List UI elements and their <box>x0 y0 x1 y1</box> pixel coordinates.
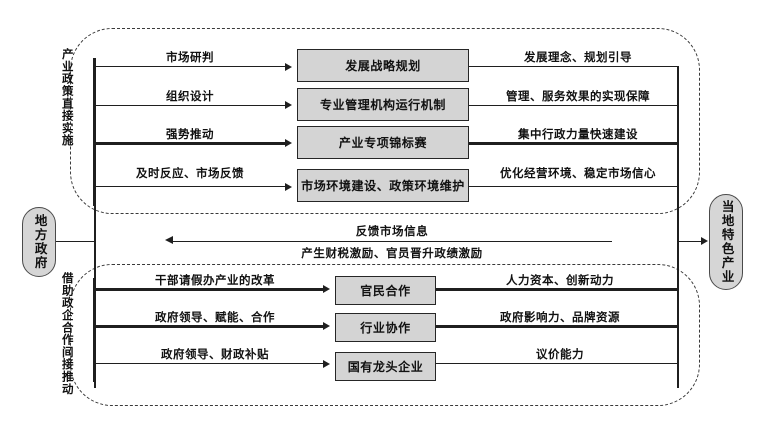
edge-label-in-indirect-3: 政府领导、财政补贴 <box>161 349 269 361</box>
edge-in-direct-4 <box>95 186 285 188</box>
process-box-direct-4[interactable]: 市场环境建设、政策环境维护 <box>297 169 469 202</box>
edge-label-out-direct-4: 优化经营环境、稳定市场信心 <box>500 168 656 180</box>
arrow-in-indirect-2 <box>323 322 330 330</box>
edge-in-direct-1 <box>95 66 285 68</box>
edge-label-out-indirect-2: 政府影响力、品牌资源 <box>500 312 620 324</box>
right-pill-connector <box>677 240 703 242</box>
feedback-label-top: 反馈市场信息 <box>355 226 429 238</box>
arrow-in-indirect-3 <box>323 359 330 368</box>
actor-pill-left-label: 地方政府 <box>32 214 47 270</box>
group-caption-indirect: 借助政企合作间接推动 <box>60 272 73 395</box>
process-box-indirect-2[interactable]: 行业协作 <box>335 313 436 342</box>
bus-left-indirect <box>93 278 96 382</box>
group-frame-direct <box>70 28 700 214</box>
edge-label-out-direct-2: 管理、服务效果的实现保障 <box>506 91 650 103</box>
edge-in-direct-3 <box>95 142 285 145</box>
edge-out-direct-2 <box>469 104 678 106</box>
edge-in-indirect-3 <box>95 363 323 365</box>
actor-pill-right-label: 当地特色产业 <box>719 200 734 284</box>
edge-label-in-direct-1: 市场研判 <box>166 52 214 64</box>
process-box-indirect-1[interactable]: 官民合作 <box>335 276 436 305</box>
actor-pill-right[interactable]: 当地特色产业 <box>709 194 743 290</box>
feedback-arrow-head <box>165 236 173 244</box>
process-box-indirect-3[interactable]: 国有龙头企业 <box>335 352 436 381</box>
process-box-direct-1[interactable]: 发展战略规划 <box>297 49 469 82</box>
edge-label-in-indirect-2: 政府领导、赋能、合作 <box>155 312 275 324</box>
right-pill-arrow-head <box>701 237 708 245</box>
edge-in-indirect-2 <box>95 325 323 328</box>
edge-label-in-direct-3: 强势推动 <box>166 129 214 141</box>
arrow-in-direct-1 <box>285 62 292 71</box>
arrow-in-direct-4 <box>285 182 292 191</box>
edge-label-in-direct-4: 及时反应、市场反馈 <box>136 168 244 180</box>
edge-in-indirect-1 <box>95 288 323 291</box>
left-spine <box>94 58 96 388</box>
feedback-label-bottom: 产生财税激励、官员晋升政绩激励 <box>301 248 483 260</box>
edge-out-direct-1 <box>469 66 678 68</box>
left-pill-connector <box>56 241 95 243</box>
group-frame-indirect <box>70 264 700 406</box>
arrow-in-direct-3 <box>285 139 292 147</box>
edge-label-in-direct-2: 组织设计 <box>166 91 214 103</box>
edge-out-indirect-2 <box>436 325 678 328</box>
edge-label-out-indirect-3: 议价能力 <box>536 349 584 361</box>
edge-out-indirect-3 <box>436 363 678 365</box>
edge-out-direct-4 <box>469 186 678 188</box>
arrow-in-direct-2 <box>285 101 292 109</box>
feedback-arrow-line <box>172 240 612 242</box>
edge-out-indirect-1 <box>436 288 678 291</box>
edge-in-direct-2 <box>95 104 285 106</box>
actor-pill-left[interactable]: 地方政府 <box>22 207 56 277</box>
process-box-direct-3[interactable]: 产业专项锦标赛 <box>297 126 469 159</box>
process-box-direct-2[interactable]: 专业管理机构运行机制 <box>297 88 469 121</box>
bus-left-direct <box>93 58 96 206</box>
edge-label-out-direct-3: 集中行政力量快速建设 <box>518 129 638 141</box>
bus-right-direct <box>677 66 679 208</box>
group-caption-direct: 产业政策直接实施 <box>60 48 73 147</box>
edge-out-direct-3 <box>469 142 678 145</box>
edge-label-out-direct-1: 发展理念、规划引导 <box>524 52 632 64</box>
bus-right-indirect <box>677 288 679 364</box>
edge-label-in-indirect-1: 干部请假办产业的改革 <box>155 275 275 287</box>
edge-label-out-indirect-1: 人力资本、创新动力 <box>506 275 614 287</box>
arrow-in-indirect-1 <box>323 285 330 293</box>
